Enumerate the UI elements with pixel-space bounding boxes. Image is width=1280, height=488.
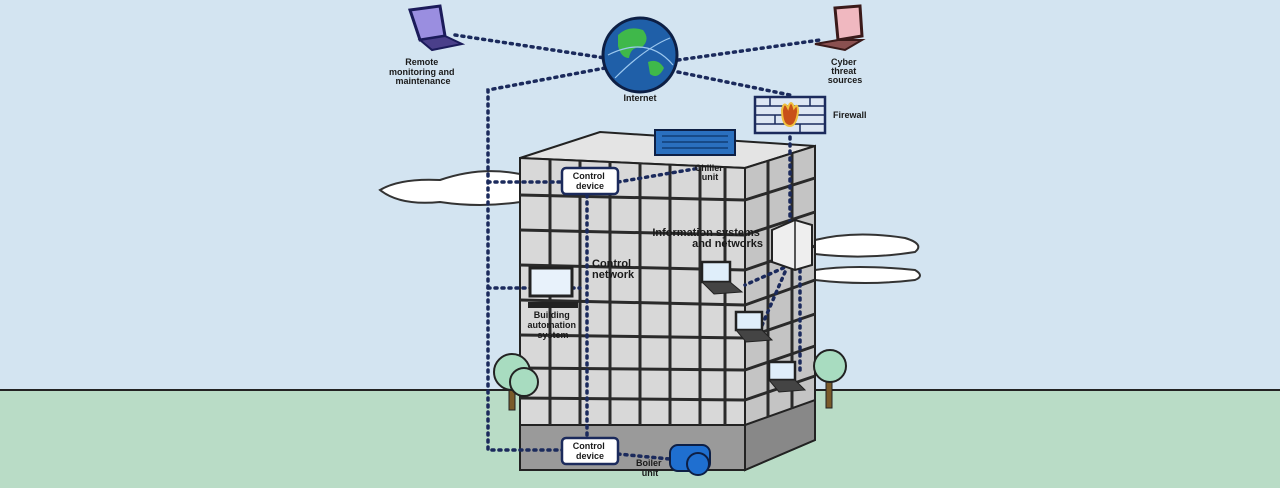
server-icon <box>771 218 813 272</box>
laptop-icon <box>734 310 774 343</box>
laptop-icon <box>767 360 807 393</box>
svg-text:Control device: Control device <box>573 441 608 461</box>
cyber-threat-label: Cyber threat sources <box>828 57 863 85</box>
control-network-label: Control network <box>592 258 635 281</box>
cloud-right-2 <box>814 266 921 284</box>
chiller-unit-label: Chiller unit <box>695 163 726 182</box>
control-device-top: Control device <box>560 166 620 196</box>
chiller-unit-icon <box>654 129 736 156</box>
cyber-threat-laptop-icon <box>814 4 866 52</box>
firewall-icon <box>753 95 827 135</box>
control-device-bottom: Control device <box>560 436 620 466</box>
building-automation-label: Building automation system <box>527 310 578 340</box>
tree-right <box>813 349 847 409</box>
tree-left <box>493 353 539 411</box>
internet-label: Internet <box>623 93 656 103</box>
building <box>519 130 816 472</box>
svg-text:Control device: Control device <box>573 171 608 191</box>
internet-globe-icon <box>601 16 679 94</box>
network-links <box>453 33 822 462</box>
building-automation-computer-icon <box>528 266 578 308</box>
boiler-unit-icon <box>669 444 711 476</box>
boiler-unit-label: Boiler unit <box>636 458 664 478</box>
cloud-right <box>814 233 920 258</box>
information-systems-label: Information systems and networks <box>652 227 763 250</box>
remote-monitoring-label: Remote monitoring and maintenance <box>389 57 457 86</box>
laptop-icon <box>700 260 744 295</box>
remote-laptop-icon <box>408 4 466 52</box>
firewall-label: Firewall <box>833 110 867 120</box>
